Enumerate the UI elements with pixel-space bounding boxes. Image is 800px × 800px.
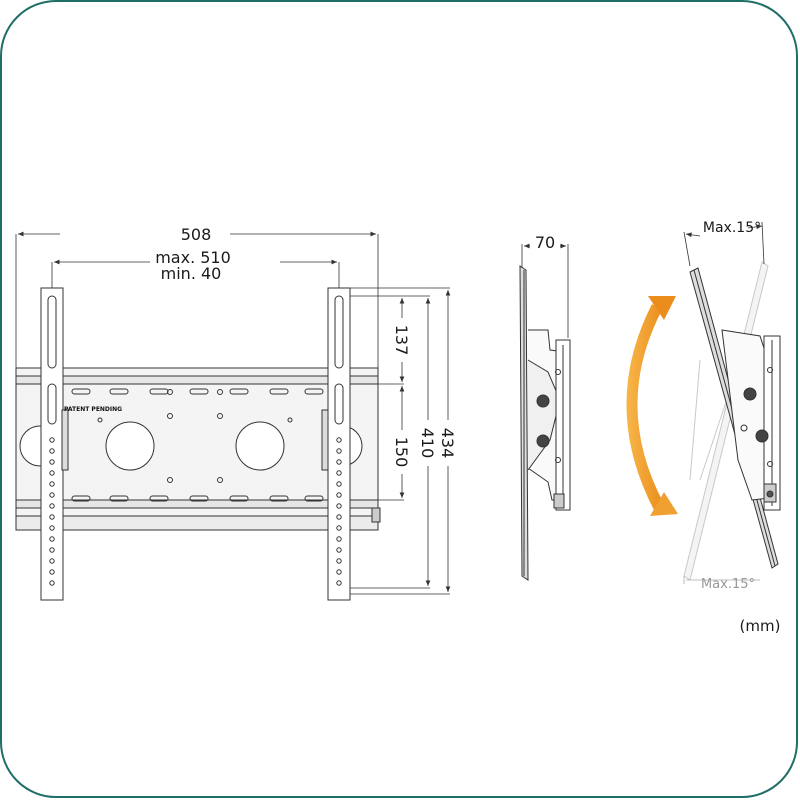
plate-slot bbox=[189, 495, 209, 502]
front-view bbox=[15, 287, 381, 601]
plate-slot bbox=[109, 388, 129, 395]
plate-slot bbox=[229, 388, 249, 395]
bracket-hole bbox=[49, 580, 55, 586]
dim-vertical-span-min: min. 40 bbox=[161, 264, 222, 283]
bracket-hole bbox=[49, 492, 55, 498]
plate-slot bbox=[229, 495, 249, 502]
plate-slot bbox=[269, 495, 289, 502]
bracket-hole bbox=[336, 459, 342, 465]
bracket-hole bbox=[49, 569, 55, 575]
bracket-hole bbox=[336, 580, 342, 586]
left-bracket bbox=[40, 287, 64, 601]
bracket-hole bbox=[336, 558, 342, 564]
dim-lower-offset: 150 bbox=[392, 437, 411, 468]
bracket-hole bbox=[49, 503, 55, 509]
dim-overall-width: 508 bbox=[181, 225, 212, 244]
tilt-panel bbox=[689, 267, 781, 569]
plate-hole bbox=[105, 421, 155, 471]
wall-plate bbox=[15, 367, 379, 517]
plate-hole bbox=[235, 421, 285, 471]
plate-slot bbox=[189, 388, 209, 395]
patent-label: PATENT PENDING bbox=[64, 406, 122, 413]
bracket-hole bbox=[336, 536, 342, 542]
bracket-hole bbox=[336, 514, 342, 520]
bracket-hole bbox=[336, 492, 342, 498]
plate-slot bbox=[149, 495, 169, 502]
bracket-hole bbox=[49, 437, 55, 443]
bracket-hole bbox=[336, 503, 342, 509]
plate-slot bbox=[269, 388, 289, 395]
unit-label: (mm) bbox=[740, 617, 781, 635]
bracket-hole bbox=[336, 437, 342, 443]
bracket-hole bbox=[49, 481, 55, 487]
bracket-hole bbox=[336, 448, 342, 454]
dim-depth: 70 bbox=[535, 233, 555, 252]
bracket-hole bbox=[49, 558, 55, 564]
bracket-hole bbox=[49, 470, 55, 476]
dim-tilt-max-top: Max.15° bbox=[703, 220, 761, 236]
tilt-arrow-icon bbox=[626, 296, 678, 516]
bracket-hole bbox=[49, 525, 55, 531]
plate-slot bbox=[71, 495, 91, 502]
bracket-hole bbox=[49, 514, 55, 520]
bracket-hole bbox=[49, 547, 55, 553]
bracket-hole bbox=[336, 569, 342, 575]
bracket-hole bbox=[336, 547, 342, 553]
plate-slot bbox=[109, 495, 129, 502]
dim-upper-offset: 137 bbox=[392, 325, 411, 356]
plate-slot bbox=[304, 388, 324, 395]
bracket-hole bbox=[336, 525, 342, 531]
bracket-hole bbox=[49, 448, 55, 454]
front-dimensions bbox=[15, 231, 451, 595]
dim-vertical-span-max: max. 510 bbox=[155, 248, 231, 267]
dim-tilt-max-bottom: Max.15° bbox=[701, 577, 755, 592]
bracket-hole bbox=[336, 481, 342, 487]
bracket-hole bbox=[336, 470, 342, 476]
dim-outer-height: 434 bbox=[438, 428, 457, 459]
dim-inner-height: 410 bbox=[418, 428, 437, 459]
bracket-hole bbox=[49, 459, 55, 465]
plate-slot bbox=[71, 388, 91, 395]
side-view bbox=[519, 265, 571, 581]
right-bracket bbox=[327, 287, 351, 601]
bracket-hole bbox=[49, 536, 55, 542]
plate-slot bbox=[304, 495, 324, 502]
